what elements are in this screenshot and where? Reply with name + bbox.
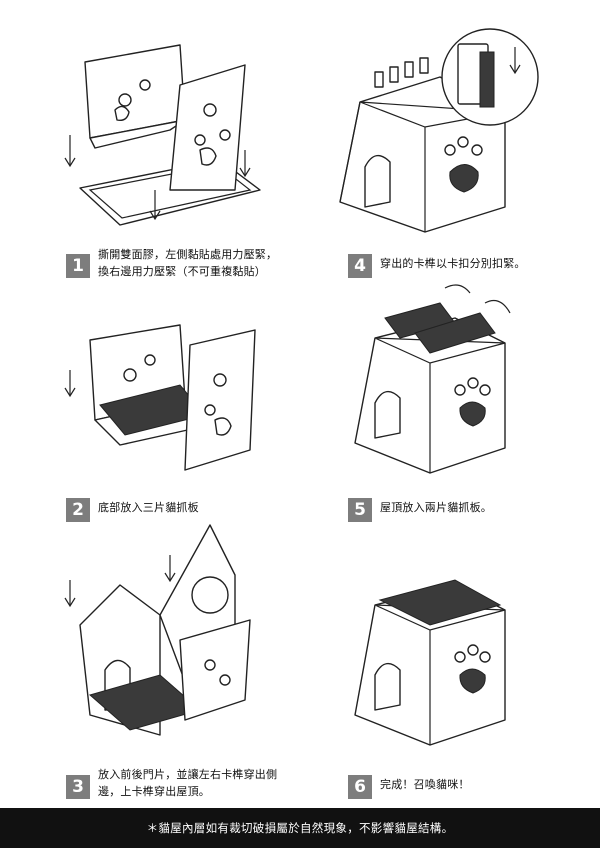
step-6-illustration xyxy=(345,565,535,755)
roof-scratch-boards xyxy=(378,579,502,626)
step-2-illustration xyxy=(60,320,275,480)
step-6-line-1: 完成！召喚貓咪！ xyxy=(380,778,470,791)
step-4-line-1: 穿出的卡榫以卡扣分別扣緊。 xyxy=(380,257,526,270)
roof-scratch-board-2 xyxy=(414,312,496,354)
step-1-line-1: 撕開雙面膠，左側黏貼處用力壓緊， xyxy=(98,248,278,261)
step-4-instruction: 穿出的卡榫以卡扣分別扣緊。 xyxy=(380,255,526,272)
step-2-instruction: 底部放入三片貓抓板 xyxy=(98,499,199,516)
step-5-illustration xyxy=(345,278,535,478)
curved-arrow-icon xyxy=(444,284,471,294)
footer-note: ＊貓屋內層如有裁切破損屬於自然現象，不影響貓屋結構。 xyxy=(146,821,454,835)
step-1-instruction: 撕開雙面膠，左側黏貼處用力壓緊， 換右邊用力壓緊（不可重複黏貼） xyxy=(98,246,277,280)
door-opening xyxy=(364,154,391,208)
right-wall-panel xyxy=(169,64,246,191)
footer-note-bar: ＊貓屋內層如有裁切破損屬於自然現象，不影響貓屋結構。 xyxy=(0,808,600,848)
step-6-instruction: 完成！召喚貓咪！ xyxy=(380,776,470,793)
step-3-illustration xyxy=(60,524,270,745)
step-2-line-1: 底部放入三片貓抓板 xyxy=(98,501,199,514)
step-1-illustration xyxy=(60,40,280,235)
step-5-instruction: 屋頂放入兩片貓抓板。 xyxy=(380,499,492,516)
down-arrow-icon xyxy=(64,135,76,168)
step-5-line-1: 屋頂放入兩片貓抓板。 xyxy=(380,501,492,514)
step-number-1: 1 xyxy=(66,254,90,278)
step-number-6: 6 xyxy=(348,775,372,799)
step-number-2: 2 xyxy=(66,498,90,522)
down-arrow-icon xyxy=(64,580,76,608)
step-4-illustration xyxy=(330,22,545,237)
step-number-3: 3 xyxy=(66,775,90,799)
paw-cutout-icon xyxy=(444,136,483,193)
step-1-line-2: 換右邊用力壓緊（不可重複黏貼） xyxy=(98,265,266,278)
step-3-instruction: 放入前後門片，並讓左右卡榫穿出側 邊，上卡榫穿出屋頂。 xyxy=(98,766,277,800)
step-3-line-1: 放入前後門片，並讓左右卡榫穿出側 xyxy=(98,768,278,781)
step-number-4: 4 xyxy=(348,254,372,278)
step-number-5: 5 xyxy=(348,498,372,522)
down-arrow-icon xyxy=(64,370,76,398)
step-3-line-2: 邊，上卡榫穿出屋頂。 xyxy=(98,785,210,798)
